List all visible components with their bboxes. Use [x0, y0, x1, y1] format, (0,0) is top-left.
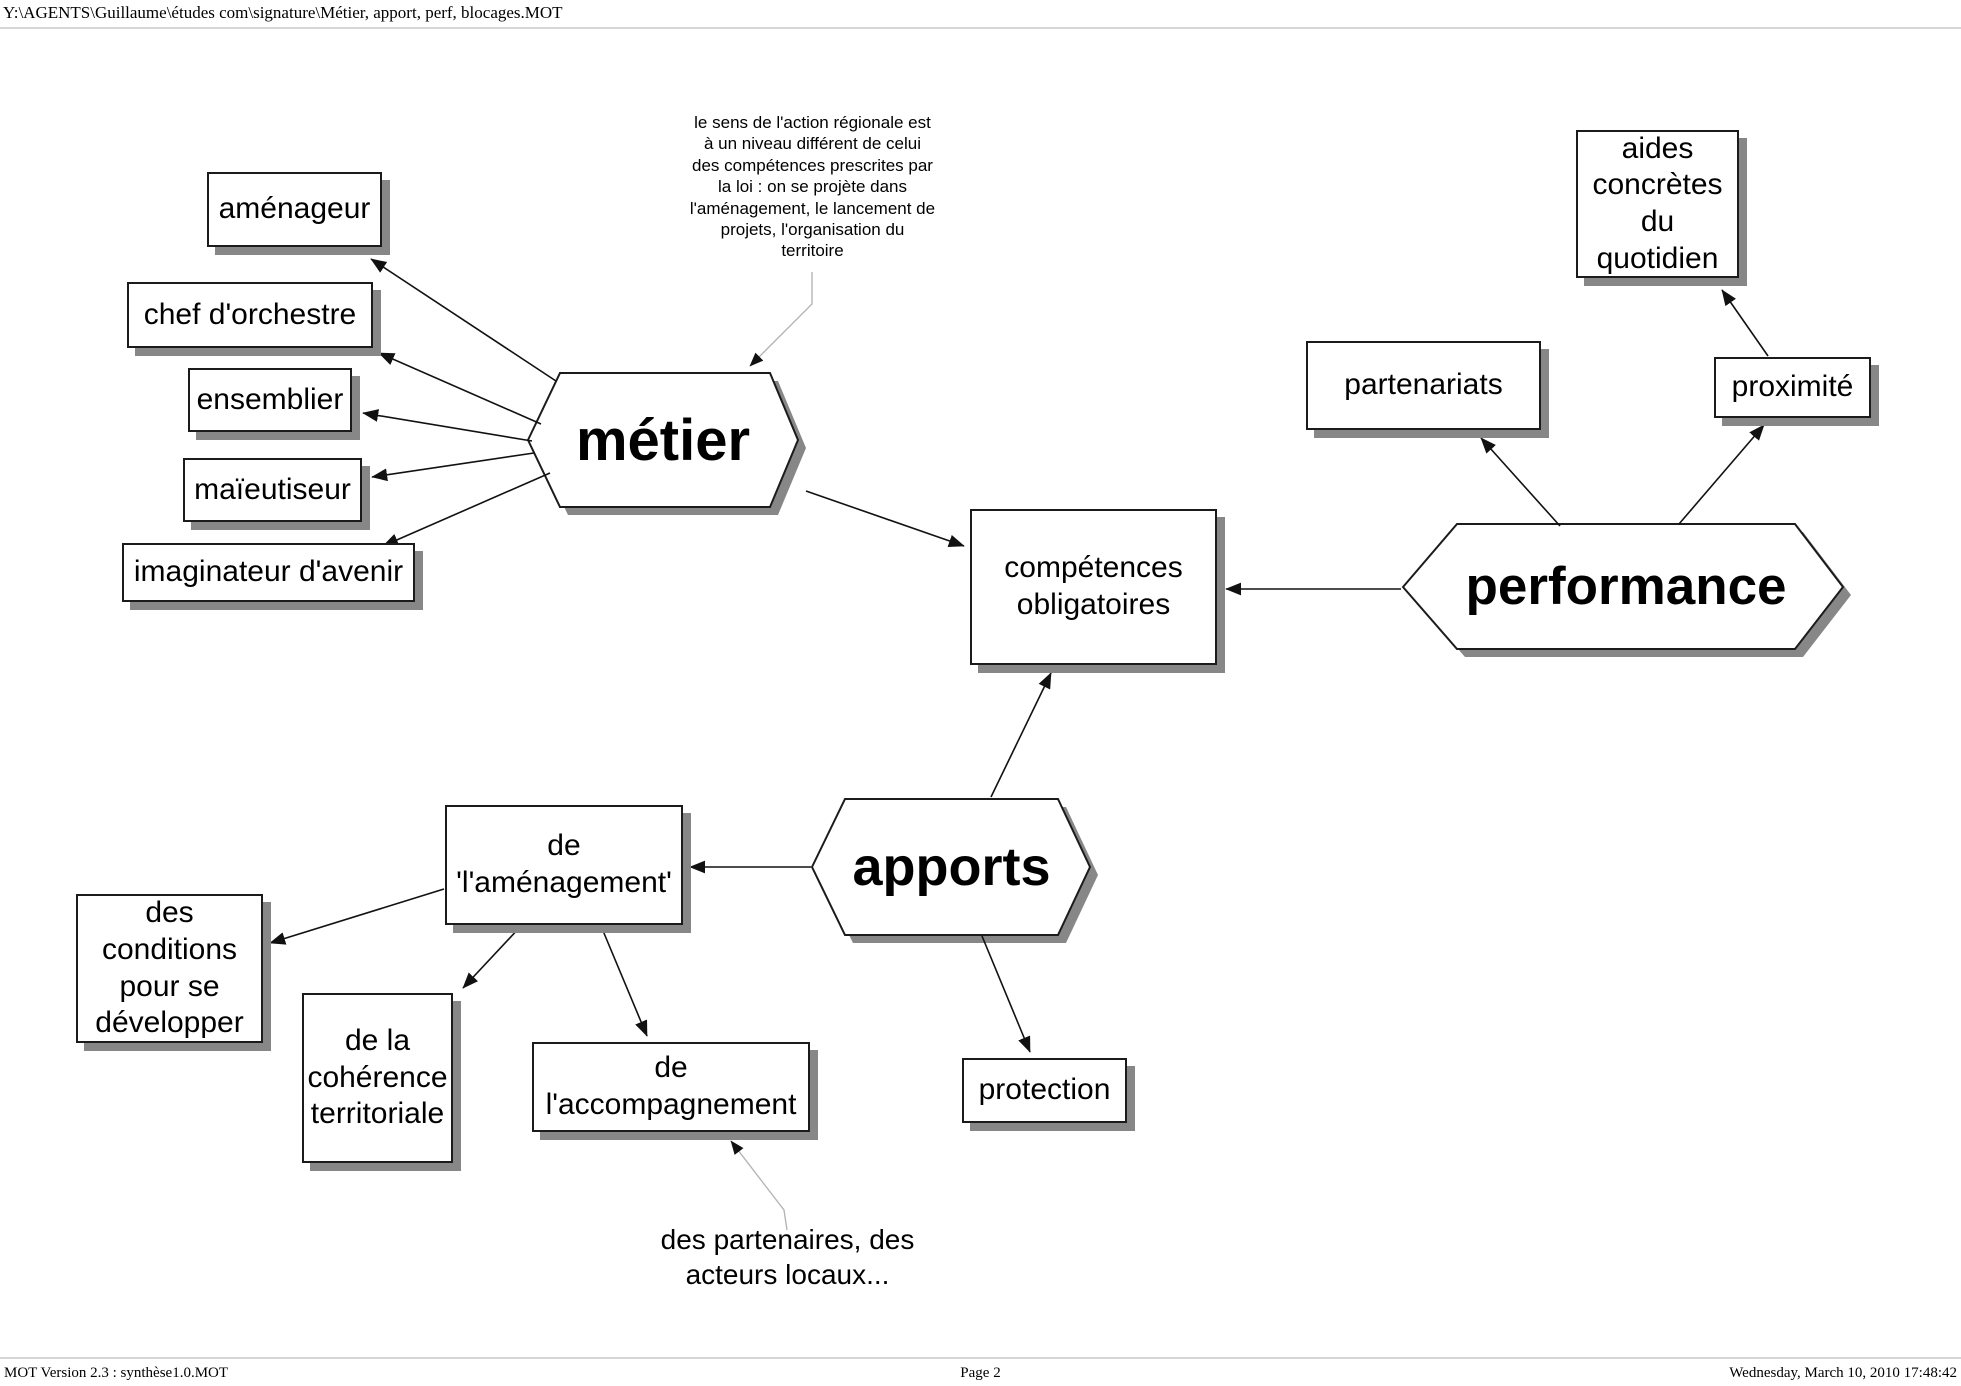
edge-performance-partenariats — [1480, 437, 1561, 527]
edge-proximite-aides — [1721, 289, 1769, 357]
footer-version-text: MOT Version 2.3 : synthèse1.0.MOT — [4, 1365, 229, 1381]
node-chef-orchestre[interactable]: chef d'orchestre — [127, 282, 373, 348]
metier-comment-text[interactable]: le sens de l'action régionale est à un n… — [689, 113, 936, 261]
edge-metier-chef-orchestre — [378, 352, 542, 425]
node-accompagnement[interactable]: de l'accompagnement — [532, 1042, 810, 1132]
performance-hexagon[interactable] — [1401, 523, 1845, 650]
apports-hexagon[interactable] — [810, 798, 1092, 936]
node-coherence-territoriale[interactable]: de la cohérence territoriale — [302, 993, 453, 1163]
node-ensemblier[interactable]: ensemblier — [188, 368, 352, 432]
node-maieutiseur[interactable]: maïeutiseur — [183, 458, 362, 522]
apports-node-label[interactable]: apports — [852, 837, 1051, 897]
node-de-amenagement[interactable]: de 'l'aménagement' — [445, 805, 683, 925]
apports-comment-text[interactable]: des partenaires, des acteurs locaux... — [660, 1224, 915, 1290]
node-protection[interactable]: protection — [962, 1058, 1127, 1123]
edge-metier-maieutiseur — [371, 452, 535, 482]
node-aides-concretes[interactable]: aides concrètes du quotidien — [1576, 130, 1739, 278]
metier-hexagon[interactable] — [526, 372, 800, 508]
node-proximite[interactable]: proximité — [1714, 357, 1871, 418]
footer-rule: MOT Version 2.3 : synthèse1.0.MOT Page 2… — [0, 1357, 1961, 1386]
node-des-conditions[interactable]: des conditions pour se développer — [76, 894, 263, 1043]
edge-metier-ensemblier — [362, 409, 533, 442]
edge-metier-competences — [805, 490, 965, 548]
document-path-title: Y:\AGENTS\Guillaume\études com\signature… — [3, 3, 563, 22]
node-competences-obligatoires[interactable]: compétences obligatoires — [970, 509, 1217, 665]
edge-apports-competences — [990, 672, 1052, 798]
node-amenageur[interactable]: aménageur — [207, 172, 382, 247]
edge-apports-protection — [981, 935, 1031, 1053]
footer-datetime: Wednesday, March 10, 2010 17:48:42 — [1729, 1365, 1957, 1381]
performance-node-label[interactable]: performance — [1465, 557, 1787, 616]
edge-performance-proximite — [1678, 424, 1765, 525]
footer-page-number: Page 2 — [960, 1365, 1001, 1381]
edge-amenagement-conditions — [269, 888, 445, 945]
edge-metier-imaginateur — [382, 472, 551, 547]
edge-amenagement-coherence — [462, 925, 522, 989]
callout-line-metier-note — [749, 272, 813, 367]
callout-line-apports-note — [730, 1140, 788, 1231]
edge-metier-amenageur — [370, 258, 557, 382]
metier-node-label[interactable]: métier — [575, 407, 751, 473]
edge-amenagement-accompagnement — [600, 925, 648, 1037]
node-imaginateur-avenir[interactable]: imaginateur d'avenir — [122, 543, 415, 602]
header-rule: Y:\AGENTS\Guillaume\études com\signature… — [0, 0, 1961, 29]
node-partenariats[interactable]: partenariats — [1306, 341, 1541, 430]
